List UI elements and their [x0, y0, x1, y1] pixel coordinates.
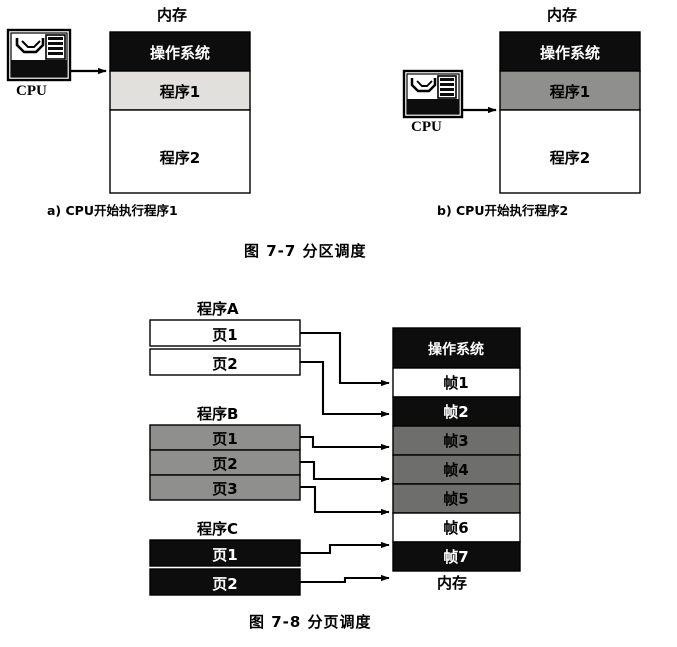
memory-block-a-1-label: 程序1	[160, 83, 200, 101]
program-c-title: 程序C	[197, 520, 239, 538]
subcaption-a: a) CPU开始执行程序1	[47, 203, 178, 218]
page-a-1	[149, 348, 301, 376]
frame-2-label: 帧3	[443, 432, 468, 450]
panel-b-group: 操作系统 程序1 程序2	[402, 31, 641, 194]
wire-b2-to-frame4	[300, 460, 390, 483]
figure-7-8-caption: 图 7-8 分页调度	[249, 613, 372, 631]
paging-figure-group: 页1 页2 页1 页2 页3 页1 页2	[149, 319, 521, 596]
page-c-1-label: 页2	[212, 575, 237, 593]
memory-os-block	[392, 327, 521, 369]
subcaption-b: b) CPU开始执行程序2	[437, 203, 569, 218]
figure-7-7-caption: 图 7-7 分区调度	[244, 242, 367, 260]
page-c-0-label: 页1	[212, 546, 237, 564]
memory-title-b: 内存	[547, 6, 578, 24]
page-c-0	[149, 539, 301, 567]
frame-4-label: 帧5	[443, 490, 468, 508]
program-a-pages: 页1 页2	[149, 319, 301, 376]
wire-a2-to-frame6	[300, 360, 390, 418]
wire-c1-to-frame1	[300, 541, 390, 555]
memory-stack-b: 操作系统 程序1 程序2	[499, 31, 641, 194]
page-b-2	[149, 474, 301, 501]
page-a-1-label: 页2	[212, 355, 237, 373]
memory-block-a-2	[109, 109, 251, 194]
page-b-1-label: 页2	[212, 455, 237, 473]
cpu-label-b: CPU	[411, 119, 442, 135]
frame-1	[392, 396, 521, 427]
frame-0-label: 帧1	[443, 374, 468, 392]
wire-a1-to-frame3	[300, 331, 390, 387]
page-b-0-label: 页1	[212, 430, 237, 448]
memory-block-a-1	[109, 70, 251, 111]
frame-5-label: 帧6	[443, 519, 468, 537]
memory-title-a: 内存	[157, 6, 188, 24]
memory-block-b-0-label: 操作系统	[540, 44, 600, 62]
wire-b3-to-frame5	[300, 485, 390, 516]
frame-6-label: 帧7	[443, 548, 468, 566]
program-c-pages: 页1 页2	[149, 539, 301, 596]
frame-6	[392, 541, 521, 572]
program-b-pages: 页1 页2 页3	[149, 424, 301, 501]
memory-block-a-2-label: 程序2	[160, 149, 200, 167]
memory-block-b-0	[499, 31, 641, 72]
memory-block-b-2-label: 程序2	[550, 149, 590, 167]
memory-footer-label: 内存	[437, 574, 468, 592]
page-a-0	[149, 319, 301, 347]
wire-b1-to-frame2	[300, 435, 390, 451]
cpu-icon-b	[402, 69, 464, 119]
memory-block-a-0-label: 操作系统	[150, 44, 210, 62]
cpu-label-a: CPU	[16, 83, 47, 99]
memory-block-b-2	[499, 109, 641, 194]
wire-c2-to-frame7	[300, 574, 390, 584]
program-b-title: 程序B	[197, 405, 239, 423]
memory-os-label: 操作系统	[428, 341, 484, 358]
frame-3-label: 帧4	[443, 461, 468, 479]
frame-1-label: 帧2	[443, 403, 468, 421]
page-a-0-label: 页1	[212, 326, 237, 344]
memory-block-a-0	[109, 31, 251, 72]
memory-frames-column: 操作系统 帧1 帧2 帧3 帧4 帧5 帧6 帧7	[392, 327, 521, 572]
cpu-icon-a	[6, 28, 72, 82]
page-b-1	[149, 449, 301, 476]
page-c-1	[149, 568, 301, 596]
memory-stack-a: 操作系统 程序1 程序2	[109, 31, 251, 194]
panel-a-group: 操作系统 程序1 程序2	[6, 28, 251, 194]
frame-0	[392, 367, 521, 398]
frame-4	[392, 483, 521, 514]
program-a-title: 程序A	[197, 300, 239, 318]
memory-block-b-1-label: 程序1	[550, 83, 590, 101]
frame-2	[392, 425, 521, 456]
page-b-2-label: 页3	[212, 480, 237, 498]
